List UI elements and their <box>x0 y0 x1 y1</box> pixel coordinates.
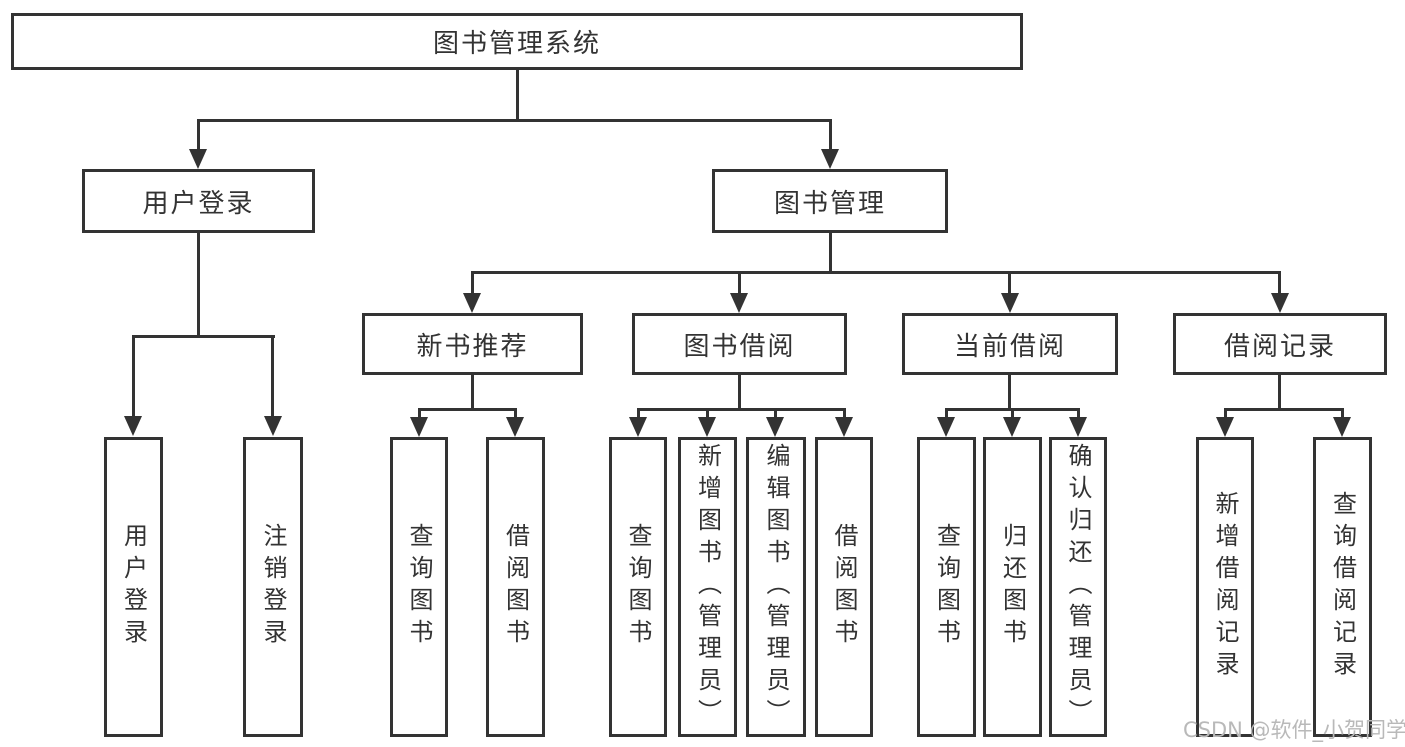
arrow-down-icon <box>1216 417 1234 437</box>
leaf-borrow-query-book: 查询图书 <box>609 437 667 737</box>
connector-line <box>637 408 845 411</box>
leaf-recommend-query-book: 查询图书 <box>390 437 448 737</box>
node-current-borrow: 当前借阅 <box>902 313 1118 375</box>
connector-line <box>132 335 135 417</box>
connector-line <box>271 335 274 417</box>
leaf-borrow-book: 借阅图书 <box>815 437 873 737</box>
connector-line <box>637 408 640 420</box>
leaf-add-borrow-record: 新增借阅记录 <box>1196 437 1254 737</box>
node-borrow-records-label: 借阅记录 <box>1223 331 1336 362</box>
arrow-down-icon <box>189 149 207 169</box>
leaf-edit-book-admin-label: 编辑图书（管理员） <box>762 443 790 731</box>
arrow-down-icon <box>629 417 647 437</box>
node-new-book-recommend-label: 新书推荐 <box>416 331 529 362</box>
connector-line <box>1278 271 1281 293</box>
leaf-current-query-book-label: 查询图书 <box>932 523 961 651</box>
leaf-recommend-borrow-book: 借阅图书 <box>486 437 545 737</box>
leaf-user-login: 用户登录 <box>104 437 163 737</box>
arrow-down-icon <box>1069 417 1087 437</box>
connector-line <box>1008 271 1011 293</box>
node-root: 图书管理系统 <box>11 13 1023 70</box>
leaf-query-borrow-record: 查询借阅记录 <box>1313 437 1372 737</box>
connector-line <box>829 119 832 151</box>
arrow-down-icon <box>835 417 853 437</box>
arrow-down-icon <box>1333 417 1351 437</box>
connector-line <box>1077 408 1080 420</box>
connector-line <box>197 233 200 336</box>
node-root-label: 图书管理系统 <box>432 29 601 59</box>
arrow-down-icon <box>937 417 955 437</box>
node-new-book-recommend: 新书推荐 <box>362 313 583 375</box>
connector-line <box>1224 408 1344 411</box>
connector-line <box>706 408 709 420</box>
arrow-down-icon <box>730 293 748 313</box>
leaf-add-book-admin-label: 新增图书（管理员） <box>693 443 722 731</box>
connector-line <box>1224 408 1227 420</box>
leaf-add-borrow-record-label: 新增借阅记录 <box>1211 491 1239 683</box>
leaf-return-book: 归还图书 <box>983 437 1042 737</box>
connector-line <box>843 408 846 420</box>
connector-line <box>829 233 832 274</box>
connector-line <box>1341 408 1344 420</box>
leaf-return-book-label: 归还图书 <box>998 523 1027 651</box>
connector-line <box>738 271 741 293</box>
connector-line <box>418 408 517 411</box>
arrow-down-icon <box>1271 293 1289 313</box>
arrow-down-icon <box>124 416 142 436</box>
arrow-down-icon <box>1003 417 1021 437</box>
arrow-down-icon <box>506 417 524 437</box>
leaf-recommend-borrow-book-label: 借阅图书 <box>501 523 530 651</box>
node-current-borrow-label: 当前借阅 <box>953 331 1066 362</box>
node-user-login-label: 用户登录 <box>142 188 255 219</box>
csdn-watermark: CSDN @软件_小贺同学 <box>1183 718 1405 742</box>
node-book-management-label: 图书管理 <box>773 188 886 219</box>
connector-line <box>471 271 1281 274</box>
connector-line <box>471 271 474 293</box>
connector-line <box>471 375 474 409</box>
arrow-down-icon <box>264 416 282 436</box>
leaf-recommend-query-book-label: 查询图书 <box>405 523 433 651</box>
leaf-user-login-label: 用户登录 <box>119 523 148 651</box>
connector-line <box>774 408 777 420</box>
node-user-login: 用户登录 <box>82 169 315 233</box>
connector-line <box>1011 408 1014 420</box>
arrow-down-icon <box>698 417 716 437</box>
leaf-confirm-return-admin: 确认归还（管理员） <box>1049 437 1107 737</box>
leaf-confirm-return-admin-label: 确认归还（管理员） <box>1064 443 1092 731</box>
arrow-down-icon <box>766 417 784 437</box>
connector-line <box>1278 375 1281 409</box>
node-book-borrow-label: 图书借阅 <box>683 331 796 362</box>
leaf-logout-label: 注销登录 <box>259 523 287 651</box>
arrow-down-icon <box>463 293 481 313</box>
connector-line <box>197 119 832 122</box>
arrow-down-icon <box>1001 293 1019 313</box>
leaf-current-query-book: 查询图书 <box>917 437 976 737</box>
leaf-edit-book-admin: 编辑图书（管理员） <box>746 437 806 737</box>
connector-line <box>516 70 519 120</box>
arrow-down-icon <box>821 149 839 169</box>
arrow-down-icon <box>410 417 428 437</box>
leaf-query-borrow-record-label: 查询借阅记录 <box>1328 491 1357 683</box>
connector-line <box>1008 375 1011 409</box>
node-book-borrow: 图书借阅 <box>632 313 847 375</box>
node-book-management: 图书管理 <box>712 169 948 233</box>
node-borrow-records: 借阅记录 <box>1173 313 1387 375</box>
connector-line <box>197 119 200 151</box>
leaf-logout: 注销登录 <box>243 437 303 737</box>
leaf-borrow-query-book-label: 查询图书 <box>624 523 652 651</box>
leaf-add-book-admin: 新增图书（管理员） <box>678 437 737 737</box>
connector-line <box>418 408 421 420</box>
leaf-borrow-book-label: 借阅图书 <box>830 523 858 651</box>
connector-line <box>514 408 517 420</box>
connector-line <box>132 335 275 338</box>
connector-line <box>945 408 948 420</box>
connector-line <box>738 375 741 409</box>
